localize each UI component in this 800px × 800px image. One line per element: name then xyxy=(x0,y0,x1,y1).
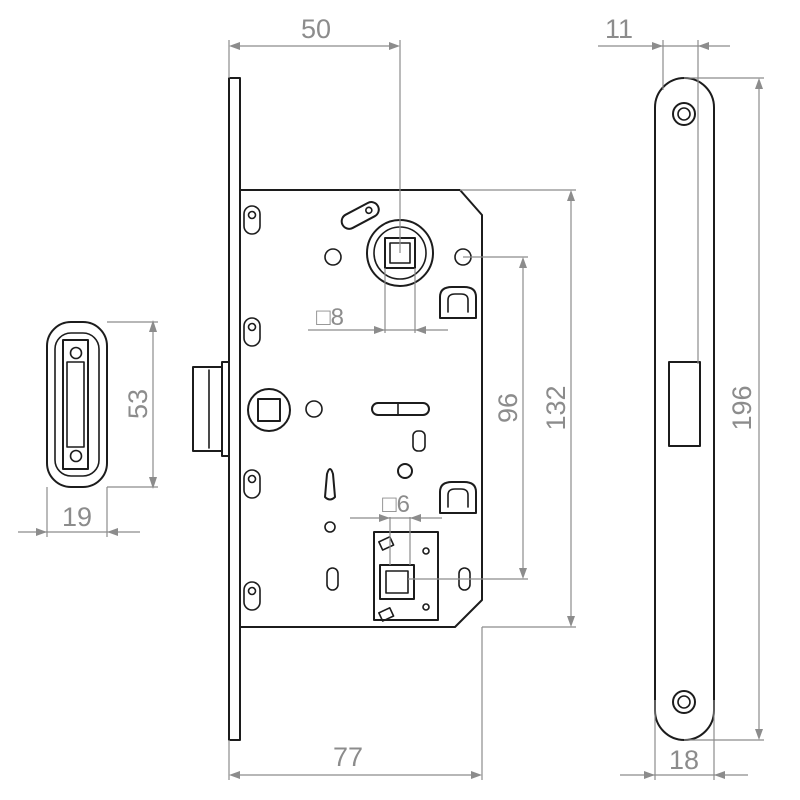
thumb-turn-plate xyxy=(373,531,439,622)
faceplate-width-dimension: 18 xyxy=(620,700,748,780)
backset-dimension: 50 xyxy=(228,14,401,253)
screw-hole-icon xyxy=(69,449,83,463)
striker-width-label: 19 xyxy=(62,502,92,532)
screw-hole-icon xyxy=(672,690,696,714)
spindle-square-dimension: □8 xyxy=(308,268,448,334)
lock-body xyxy=(192,77,483,741)
case-height-dimension: 132 xyxy=(460,189,576,628)
screw-hole-icon xyxy=(69,346,83,360)
striker-height-dimension: 53 xyxy=(107,320,158,489)
striker-height-label: 53 xyxy=(123,389,153,419)
case-depth-label: 77 xyxy=(333,742,363,772)
total-height-label: 196 xyxy=(727,385,757,430)
faceplate-thickness-dimension: 11 xyxy=(598,14,730,364)
stop-icon xyxy=(439,481,477,514)
backset-label: 50 xyxy=(301,14,331,44)
faceplate-width-label: 18 xyxy=(669,745,699,775)
faceplate-thickness-label: 11 xyxy=(605,14,633,44)
striker-plate xyxy=(46,321,108,488)
turn-square-label: □6 xyxy=(382,491,410,518)
screw-hole-icon xyxy=(672,102,696,126)
stop-icon xyxy=(439,286,477,319)
total-height-dimension: 196 xyxy=(684,77,764,741)
striker-width-dimension: 19 xyxy=(18,487,140,537)
case-height-label: 132 xyxy=(541,385,571,430)
handle-to-cylinder-dimension: 96 xyxy=(408,256,528,580)
turn-square-dimension: □6 xyxy=(350,491,442,565)
case-depth-dimension: 77 xyxy=(228,627,483,780)
handle-to-cylinder-label: 96 xyxy=(493,393,523,423)
faceplate-front xyxy=(654,77,715,741)
spindle-square-label: □8 xyxy=(316,304,344,331)
